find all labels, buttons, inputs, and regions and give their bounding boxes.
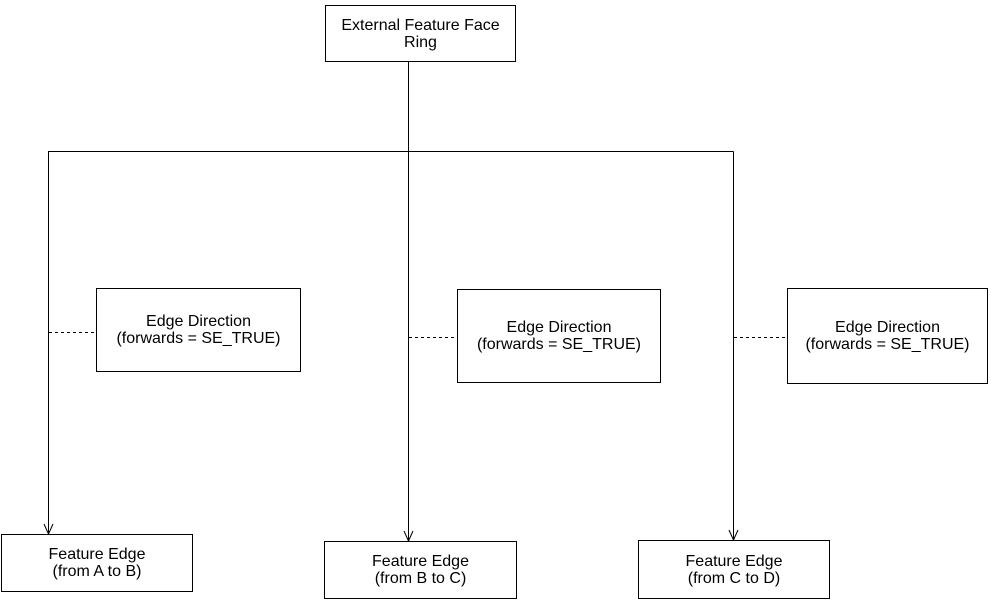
node-label-line: Feature Edge bbox=[372, 553, 469, 570]
node-label-line: (forwards = SE_TRUE) bbox=[116, 330, 281, 347]
node-edge-direction-2: Edge Direction (forwards = SE_TRUE) bbox=[457, 289, 661, 383]
node-label-line: Feature Edge bbox=[48, 546, 146, 563]
node-feature-edge-a-b: Feature Edge (from A to B) bbox=[1, 534, 193, 592]
node-label-line: (from A to B) bbox=[52, 563, 142, 580]
node-feature-edge-b-c: Feature Edge (from B to C) bbox=[324, 541, 517, 599]
node-edge-direction-3: Edge Direction (forwards = SE_TRUE) bbox=[787, 288, 988, 384]
node-label-line: Edge Direction bbox=[835, 319, 940, 336]
node-edge-direction-1: Edge Direction (forwards = SE_TRUE) bbox=[96, 288, 301, 372]
node-feature-edge-c-d: Feature Edge (from C to D) bbox=[638, 540, 830, 599]
node-label-line: External Feature Face bbox=[341, 16, 500, 34]
node-label-line: Edge Direction bbox=[146, 313, 251, 330]
node-label-line: (from B to C) bbox=[374, 570, 467, 587]
node-label-line: (from C to D) bbox=[687, 569, 781, 587]
node-external-feature-face-ring: External Feature Face Ring bbox=[325, 5, 516, 62]
node-label-line: Feature Edge bbox=[685, 552, 783, 570]
node-label-line: Edge Direction bbox=[506, 319, 612, 336]
node-label-line: (forwards = SE_TRUE) bbox=[476, 336, 642, 353]
node-label-line: (forwards = SE_TRUE) bbox=[805, 336, 970, 353]
node-label-line: Ring bbox=[404, 33, 437, 51]
